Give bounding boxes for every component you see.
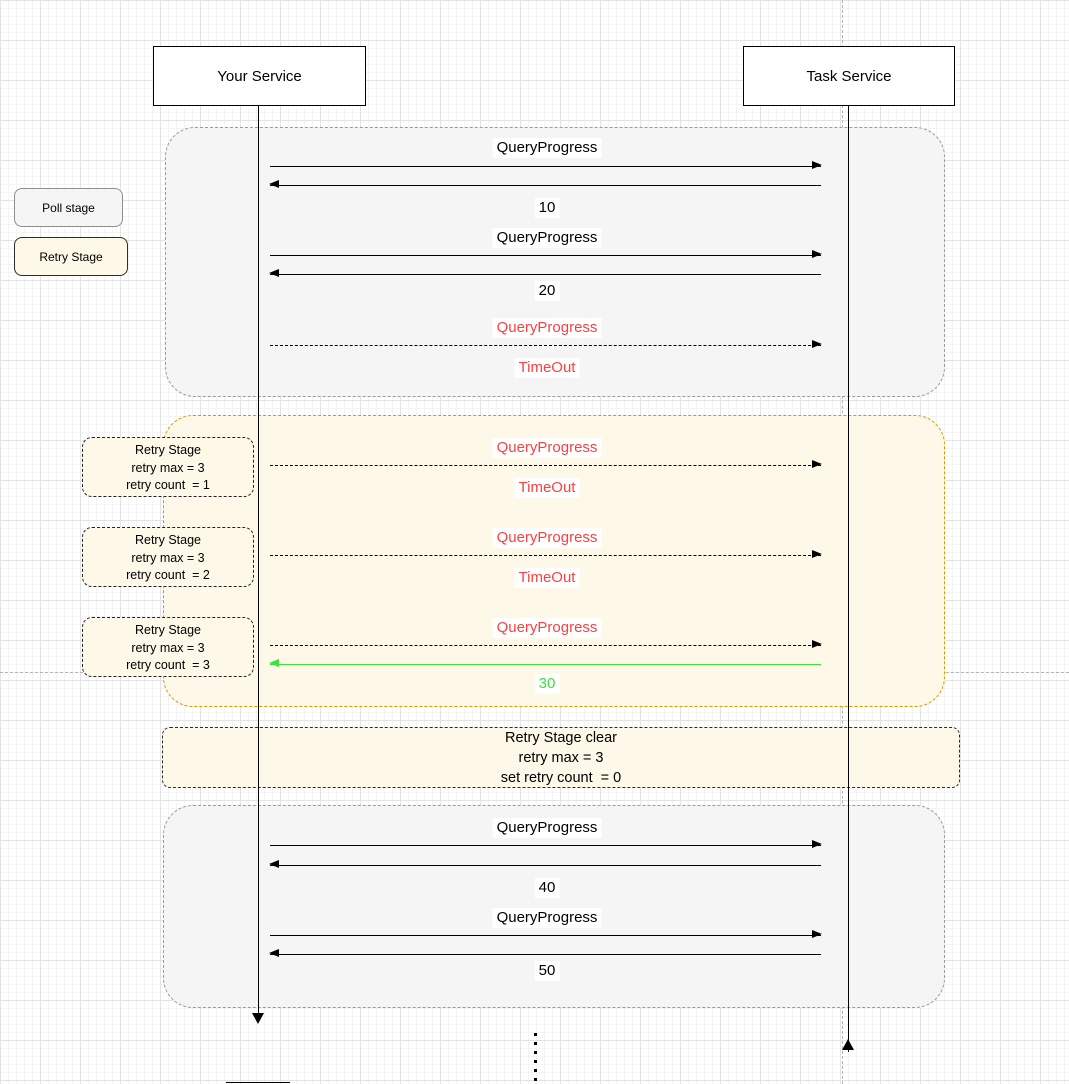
retry-note-3[interactable]: Retry Stage retry max = 3 retry count = … (82, 617, 254, 677)
timeout-request-arrow[interactable] (270, 550, 822, 559)
continuation-dots (534, 1033, 537, 1081)
retry-note-count: retry count = 1 (126, 478, 210, 492)
retry-note-max: retry max = 3 (131, 640, 205, 655)
legend-retry-stage[interactable]: Retry Stage (14, 237, 128, 276)
retry-note-title: Retry Stage (134, 443, 201, 457)
response-arrow[interactable] (269, 949, 821, 958)
actor-your-service-label: Your Service (217, 67, 302, 85)
actor-task-service-label: Task Service (806, 67, 892, 85)
retry-note-max: retry max = 3 (131, 460, 205, 475)
timeout-request-arrow[interactable] (270, 340, 822, 349)
response-label: 20 (534, 281, 560, 301)
poll-stage-frame-1[interactable] (165, 127, 945, 397)
retry-clear-line-3: set retry count = 0 (500, 769, 622, 786)
legend-retry-label: Retry Stage (39, 249, 103, 264)
message-label-error: QueryProgress (492, 528, 602, 548)
response-arrow[interactable] (269, 269, 821, 278)
timeout-request-arrow[interactable] (270, 640, 822, 649)
actor-task-service[interactable]: Task Service (743, 46, 955, 106)
timeout-label: TimeOut (514, 568, 580, 588)
response-label: 50 (534, 961, 560, 981)
message-label-error: QueryProgress (492, 438, 602, 458)
message-label: QueryProgress (492, 228, 602, 248)
clipped-next-shape-edge (226, 1082, 290, 1083)
retry-note-title: Retry Stage (134, 533, 201, 547)
retry-note-2[interactable]: Retry Stage retry max = 3 retry count = … (82, 527, 254, 587)
retry-clear-line-1: Retry Stage clear (504, 729, 618, 746)
response-arrow[interactable] (269, 860, 821, 869)
retry-note-count: retry count = 3 (126, 658, 210, 672)
task-service-lifeline[interactable] (848, 105, 849, 1052)
success-response-label: 30 (534, 674, 560, 694)
success-response-arrow[interactable] (269, 659, 821, 668)
request-arrow[interactable] (270, 930, 822, 939)
timeout-request-arrow[interactable] (270, 460, 822, 469)
retry-note-1[interactable]: Retry Stage retry max = 3 retry count = … (82, 437, 254, 497)
message-label: QueryProgress (492, 138, 602, 158)
retry-note-title: Retry Stage (134, 623, 201, 637)
lifeline-down-arrowhead-icon (252, 1013, 264, 1024)
request-arrow[interactable] (270, 840, 822, 849)
response-label: 40 (534, 878, 560, 898)
message-label: QueryProgress (492, 818, 602, 838)
response-arrow[interactable] (269, 180, 821, 189)
response-label: 10 (534, 198, 560, 218)
request-arrow[interactable] (270, 250, 822, 259)
message-label-error: QueryProgress (492, 318, 602, 338)
retry-clear-note[interactable]: Retry Stage clear retry max = 3 set retr… (162, 727, 960, 788)
request-arrow[interactable] (270, 161, 822, 170)
legend-poll-stage[interactable]: Poll stage (14, 188, 123, 227)
timeout-label: TimeOut (514, 358, 580, 378)
message-label: QueryProgress (492, 908, 602, 928)
retry-clear-line-2: retry max = 3 (518, 749, 604, 766)
actor-your-service[interactable]: Your Service (153, 46, 366, 106)
retry-note-count: retry count = 2 (126, 568, 210, 582)
message-label-error: QueryProgress (492, 618, 602, 638)
lifeline-up-arrowhead-icon (842, 1039, 854, 1050)
your-service-lifeline[interactable] (258, 105, 259, 1014)
legend-poll-label: Poll stage (42, 200, 95, 215)
retry-note-max: retry max = 3 (131, 550, 205, 565)
timeout-label: TimeOut (514, 478, 580, 498)
